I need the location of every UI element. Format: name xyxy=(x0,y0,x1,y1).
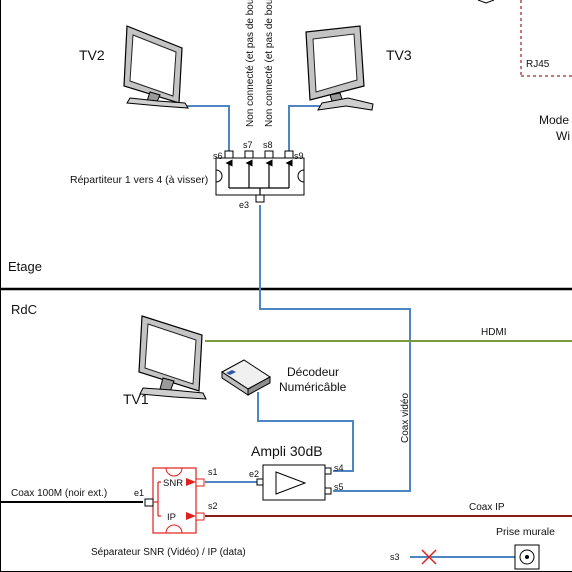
wall-outlet-icon xyxy=(514,544,540,570)
coax-ip-label: Coax IP xyxy=(469,502,505,513)
floor-label-ground: RdC xyxy=(11,302,37,317)
port-snr: SNR xyxy=(163,478,183,489)
decoder-label-2: Numéricâble xyxy=(279,380,347,394)
port-s4: s4 xyxy=(334,463,344,473)
hdmi-label: HDMI xyxy=(481,327,507,338)
modem-label: Mode xyxy=(539,113,569,127)
decoder-box-icon xyxy=(221,359,271,396)
disconnected-x-icon xyxy=(421,549,437,565)
cable-tv2-s6 xyxy=(186,105,230,152)
port-s3: s3 xyxy=(390,552,400,562)
tv1-label: TV1 xyxy=(123,391,149,407)
cable-coax-video xyxy=(259,205,411,492)
port-s9: s9 xyxy=(294,151,304,161)
snr-ip-splitter xyxy=(144,467,205,534)
port-s5: s5 xyxy=(334,482,344,492)
rj45-label: RJ45 xyxy=(526,59,550,70)
port-s2: s2 xyxy=(208,501,218,511)
cable-decoder-s4 xyxy=(257,392,354,472)
snr-ip-splitter-label: Séparateur SNR (Vidéo) / IP (data) xyxy=(91,547,246,558)
tv3-monitor-icon xyxy=(305,25,374,111)
port-s8: s8 xyxy=(263,140,273,150)
port-s6: s6 xyxy=(213,151,223,161)
port-e2: e2 xyxy=(249,469,259,479)
tv3-label: TV3 xyxy=(386,47,412,63)
amplifier-label: Ampli 30dB xyxy=(251,443,323,459)
tv2-label: TV2 xyxy=(79,47,105,63)
port-e1: e1 xyxy=(134,488,144,498)
modem-label-2: Wi xyxy=(556,129,570,143)
coax-100m-label: Coax 100M (noir ext.) xyxy=(11,488,107,499)
not-connected-label-1: Non connecté (et pas de bou xyxy=(245,0,256,127)
splitter-1-to-4-label: Répartiteur 1 vers 4 (à visser) xyxy=(70,174,208,186)
port-e3: e3 xyxy=(239,200,249,210)
port-s7: s7 xyxy=(243,140,253,150)
port-s1: s1 xyxy=(208,467,218,477)
wall-outlet-label: Prise murale xyxy=(496,526,555,538)
floor-label-upper: Etage xyxy=(8,259,42,274)
splitter-1-to-4 xyxy=(215,150,305,203)
not-connected-label-2: Non connecté (et pas de bou xyxy=(264,0,275,127)
cable-tv3-s9 xyxy=(288,105,332,152)
amplifier-box xyxy=(256,464,332,501)
modem-area: RJ45 Mode Wi xyxy=(477,0,572,143)
coax-video-label: Coax vidéo xyxy=(400,393,411,443)
decoder-label: Décodeur xyxy=(287,365,339,379)
tv2-monitor-icon xyxy=(123,25,189,109)
tv1-monitor-icon xyxy=(138,315,207,400)
port-ip: IP xyxy=(167,512,176,523)
